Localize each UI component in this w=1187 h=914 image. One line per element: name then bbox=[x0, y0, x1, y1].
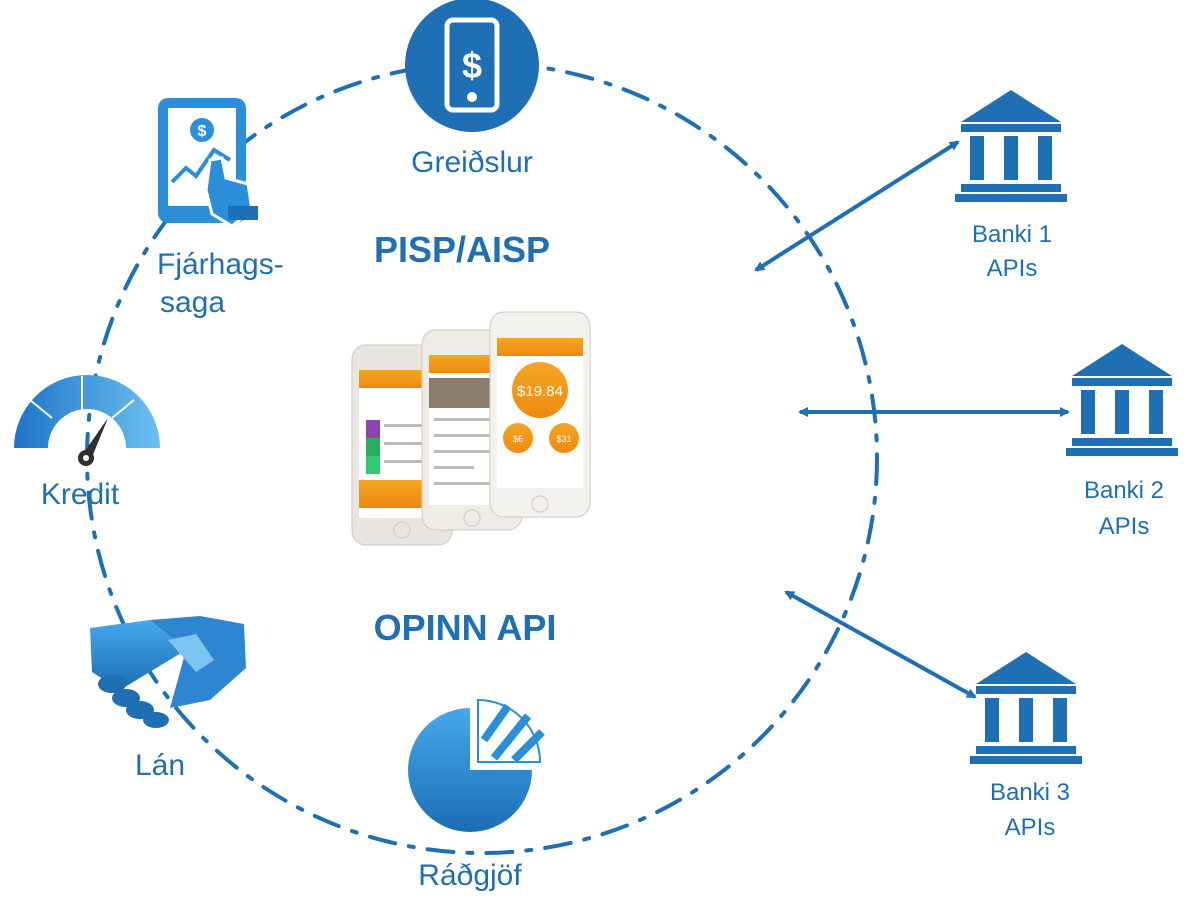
credit-node: Kredit bbox=[14, 375, 160, 511]
svg-text:$: $ bbox=[198, 123, 207, 140]
opinn-api-title: OPINN API bbox=[374, 607, 557, 648]
advice-node: Ráðgjöf bbox=[408, 698, 545, 892]
fjarhagssaga-label-line1: Fjárhags- bbox=[157, 248, 284, 281]
greidslur-label: Greiðslur bbox=[411, 146, 533, 179]
financial-history-node: $ Fjárhags- saga bbox=[157, 98, 284, 319]
bank-1-label-line1: Banki 1 bbox=[972, 221, 1052, 248]
bank-2-label-line1: Banki 2 bbox=[1084, 477, 1164, 504]
handshake-icon bbox=[90, 616, 246, 728]
bank-1-label-line2: APIs bbox=[987, 255, 1038, 282]
radgjof-label: Ráðgjöf bbox=[418, 859, 522, 892]
dollar-phone-icon bbox=[405, 0, 539, 132]
payments-node: $ Greiðslur bbox=[405, 0, 539, 179]
badge-right-amount: $31 bbox=[556, 434, 571, 444]
bank-building-icon bbox=[1066, 344, 1178, 456]
badge-left-amount: $6 bbox=[513, 434, 523, 444]
bank-2-label-line2: APIs bbox=[1099, 513, 1150, 540]
bank-building-icon bbox=[955, 90, 1067, 202]
phones-mockup: $19.84 $6 $31 bbox=[351, 311, 591, 546]
lan-label: Lán bbox=[135, 749, 185, 782]
bank-3-label-line1: Banki 3 bbox=[990, 779, 1070, 806]
arrow-bank-3 bbox=[784, 590, 977, 699]
fjarhagssaga-label-line2: saga bbox=[160, 286, 225, 319]
tablet-chart-icon: $ bbox=[158, 98, 258, 228]
kredit-label: Kredit bbox=[41, 478, 120, 511]
balance-amount: $19.84 bbox=[517, 383, 563, 400]
bank-building-icon bbox=[970, 652, 1082, 764]
svg-text:$: $ bbox=[462, 45, 482, 86]
gauge-icon bbox=[14, 375, 160, 466]
bank-3-node: Banki 3 APIs bbox=[970, 652, 1082, 841]
pisp-aisp-title: PISP/AISP bbox=[374, 229, 550, 270]
loan-node: Lán bbox=[90, 616, 246, 782]
pie-chart-icon bbox=[408, 698, 545, 832]
bank-1-node: Banki 1 APIs bbox=[955, 90, 1067, 282]
bank-2-node: Banki 2 APIs bbox=[1066, 344, 1178, 540]
phone-front: $19.84 $6 $31 bbox=[489, 311, 591, 518]
arrow-bank-1 bbox=[754, 140, 960, 272]
bank-3-label-line2: APIs bbox=[1005, 814, 1056, 841]
balance-circle bbox=[512, 362, 568, 418]
